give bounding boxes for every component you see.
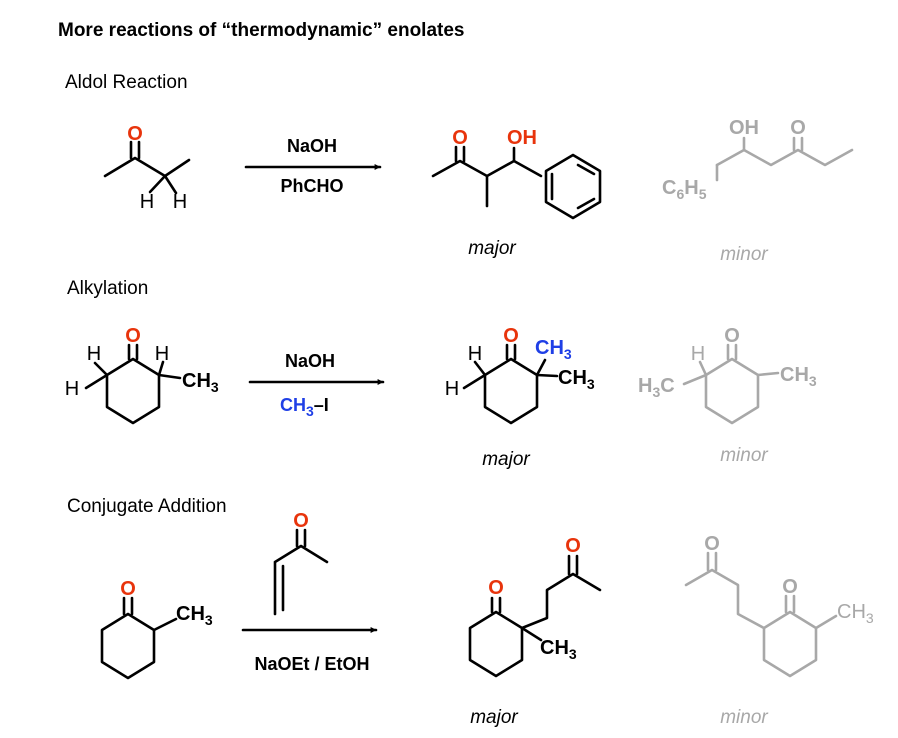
alkylation-reagent-methyl-iodide: CH3–I: [280, 395, 329, 419]
conjugate-reactant-methyl-bond: [152, 617, 178, 632]
conjugate-reactant-methylcyclohexanone: O CH3: [100, 578, 213, 680]
aldol-major-hydroxyl: OH: [507, 127, 537, 149]
conjugate-reactant-co-double-bond: [122, 596, 134, 616]
aldol-reactant-chain: [103, 156, 191, 178]
aldol-minor-hydroxyl: OH: [729, 117, 759, 139]
aldol-minor-chain: [715, 148, 854, 167]
conjugate-minor-side-chain: [684, 568, 766, 630]
conjugate-minor-chain-oxygen: O: [704, 533, 720, 555]
conjugate-minor-methyl-bond: [814, 614, 838, 630]
alkylation-minor-co-double-bond: [726, 343, 738, 361]
conjugate-major-methyl: CH3: [540, 637, 577, 662]
alkylation-major-substituent-bonds: [462, 358, 559, 390]
alkylation-minor-oxygen: O: [724, 325, 740, 347]
conjugate-minor-ring: [762, 610, 818, 678]
alkylation-minor-label: minor: [720, 445, 768, 466]
alkylation-reactant-h-right: H: [155, 343, 169, 365]
aldol-reactant-butanone: O H H: [103, 123, 191, 213]
alkylation-reactant-oxygen: O: [125, 325, 141, 347]
aldol-minor-oxygen: O: [790, 117, 806, 139]
aldol-reactant-h1: H: [140, 191, 154, 213]
conjugate-minor-co-double-bond: [784, 594, 796, 614]
alkylation-reactant-co-double-bond: [127, 343, 139, 361]
alkylation-reactant-h-left: H: [65, 378, 79, 400]
aldol-minor-co-double-bond: [792, 136, 804, 152]
conjugate-minor-chain-co-double-bond: [706, 551, 718, 572]
alkylation-major-h-top-left: H: [468, 343, 482, 365]
aldol-reagent-2: PhCHO: [281, 176, 344, 196]
aldol-major-phenyl-ring: [544, 153, 602, 220]
conjugate-major-label: major: [470, 707, 518, 728]
alkylation-minor-methyl-right: CH3: [780, 364, 817, 389]
alkylation-reactant-ring: [105, 357, 161, 425]
alkylation-reactant-substituent-bonds: [84, 360, 182, 390]
alkylation-minor-methyl-left: H3C: [638, 375, 675, 400]
conjugate-minor-label: minor: [720, 707, 768, 728]
alkylation-major-new-methyl: CH3: [535, 337, 572, 362]
aldol-reactant-co-double-bond: [129, 140, 141, 160]
conjugate-minor-ring-oxygen: O: [782, 576, 798, 598]
alkylation-major-oxygen: O: [503, 325, 519, 347]
conjugate-major-chain-co-double-bond: [567, 554, 579, 576]
conjugate-major-ring: [468, 610, 524, 678]
alkylation-minor-product: O H H3C CH3: [638, 325, 817, 425]
aldol-major-oxygen: O: [452, 127, 468, 149]
aldol-reagent-1: NaOH: [287, 136, 337, 156]
aldol-minor-side-bonds: [715, 136, 746, 182]
conjugate-minor-methyl: CH3: [837, 601, 874, 626]
alkylation-reactant-methyl: CH3: [182, 370, 219, 395]
alkylation-minor-ring: [704, 357, 760, 425]
heading-conjugate-addition: Conjugate Addition: [67, 496, 227, 517]
alkylation-major-h-left: H: [445, 378, 459, 400]
conjugate-major-ring-oxygen: O: [488, 577, 504, 599]
aldol-minor-product: OH O C6H5: [662, 117, 854, 202]
heading-aldol: Aldol Reaction: [65, 72, 188, 93]
conjugate-reagent-methyl-vinyl-ketone: O: [273, 510, 329, 616]
aldol-major-label: major: [468, 238, 516, 259]
conjugate-reactant-oxygen: O: [120, 578, 136, 600]
heading-alkylation: Alkylation: [67, 278, 148, 299]
mvk-bonds: [273, 544, 329, 616]
aldol-reactant-ch-bonds: [148, 174, 178, 195]
aldol-minor-phenyl-c6h5: C6H5: [662, 177, 707, 202]
conjugate-reagent-conditions: NaOEt / EtOH: [254, 654, 369, 674]
conjugate-reactant-ring: [100, 612, 156, 680]
alkylation-reactant-h-top-left: H: [87, 343, 101, 365]
alkylation-major-ring: [483, 357, 539, 425]
aldol-reactant-oxygen: O: [127, 123, 143, 145]
conjugate-minor-product: O O CH3: [684, 533, 874, 678]
alkylation-minor-substituent-bonds: [682, 360, 780, 386]
conjugate-major-co-double-bond: [490, 596, 502, 614]
alkylation-reagent-base: NaOH: [285, 351, 335, 371]
aldol-major-chain: [431, 159, 543, 178]
alkylation-major-product: O H H CH3 CH3: [445, 325, 595, 425]
conjugate-reactant-methyl: CH3: [176, 603, 213, 628]
alkylation-minor-h: H: [691, 343, 705, 365]
conjugate-major-side-chain: [520, 572, 602, 642]
aldol-major-phenyl-inner-bonds: [550, 163, 596, 210]
mvk-oxygen: O: [293, 510, 309, 532]
conjugate-major-chain-oxygen: O: [565, 535, 581, 557]
mvk-co-double-bond: [295, 528, 307, 548]
page-title: More reactions of “thermodynamic” enolat…: [58, 20, 465, 41]
aldol-major-product: O OH: [431, 127, 602, 220]
alkylation-major-co-double-bond: [505, 343, 517, 361]
aldol-reactant-h2: H: [173, 191, 187, 213]
alkylation-major-methyl: CH3: [558, 367, 595, 392]
alkylation-major-label: major: [482, 449, 530, 470]
aldol-major-co-double-bond: [454, 145, 466, 163]
aldol-minor-label: minor: [720, 244, 768, 265]
conjugate-major-product: O O CH3: [468, 535, 602, 678]
alkylation-reactant-methylcyclohexanone: O H H H CH3: [65, 325, 219, 425]
